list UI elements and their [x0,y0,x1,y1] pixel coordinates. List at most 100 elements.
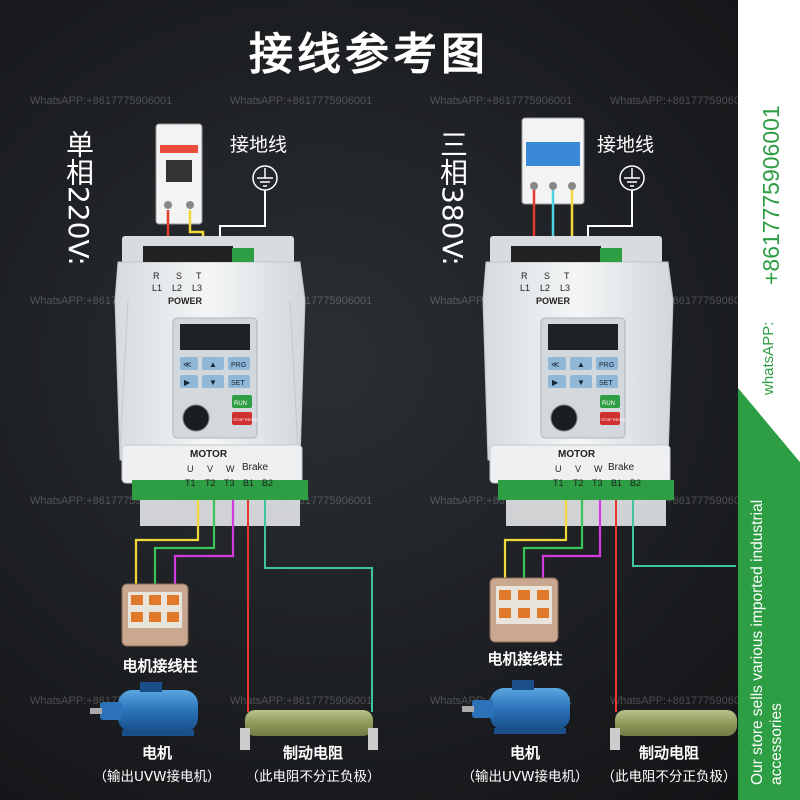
left-in-t: T [196,271,202,281]
left-out-u: U [187,464,194,474]
left-motor-terminal-block [121,583,189,647]
watermark: WhatsAPP:+8617775906001 [230,95,373,107]
right-phase-text: 三相380V: [436,130,469,266]
left-key-run: RUN [234,401,247,407]
left-out-w: W [226,464,235,474]
left-vfd-body [114,236,308,526]
watermark: WhatsAPP:+8617775906001 [30,95,173,107]
right-out-b1: B1 [611,478,622,488]
watermark: WhatsAPP:+8617775906001 [610,95,753,107]
right-in-l3: L3 [560,283,570,293]
sidebar-whatsapp-label: whatsAPP: [760,321,777,395]
right-in-s: S [544,271,550,281]
watermark: WhatsAPP:+8617775906001 [430,95,573,107]
right-out-t3: T3 [592,478,603,488]
left-panel: R S T L1 L2 L3 POWER ≪ ▲ PRG ▶ ▼ SET RUN… [90,123,378,750]
right-out-t2: T2 [573,478,584,488]
left-in-l1: L1 [152,283,162,293]
right-key-run: RUN [602,401,615,407]
left-out-v: V [207,464,213,474]
left-in-r: R [153,271,160,281]
left-power-label: POWER [168,296,203,306]
left-motor-text: 电机 [141,744,172,762]
left-resistor-caption: 制动电阻 （此电阻不分正负极） [228,742,398,785]
right-motor-terminal-text: 电机接线柱 [487,650,563,668]
left-out-t1: T1 [185,478,196,488]
left-phase-label: 单相220V: [58,130,98,266]
right-motor-text: 电机 [509,744,540,762]
watermark: WhatsAPP:+8617775906001 [230,695,373,707]
left-in-l3: L3 [192,283,202,293]
right-resistor-caption: 制动电阻 （此电阻不分正负极） [594,742,744,785]
left-key-down: ▼ [209,378,217,387]
right-key-prg: PRG [599,362,614,369]
left-in-s: S [176,271,182,281]
page-title: 接线参考图 [249,29,489,80]
left-in-l2: L2 [172,283,182,293]
left-motor-terminal-text: 电机接线柱 [122,657,198,675]
left-out-t2: T2 [205,478,216,488]
right-vfd-body [482,236,674,526]
right-motor-label: MOTOR [558,449,596,460]
right-motor-caption: 电机 （输出UVW接电机） [440,742,610,785]
right-brake-label: Brake [608,462,635,473]
right-key-down: ▼ [577,378,585,387]
right-key-up: ▲ [577,360,585,369]
right-wire-b2 [632,500,736,567]
left-wire-b2 [264,500,373,712]
left-phase-text: 单相220V: [62,130,95,266]
right-out-b2: B2 [630,478,641,488]
right-key-set: SET [599,380,613,387]
right-ground-icon [619,165,645,191]
watermark: WhatsAPP:+8617775906001 [610,695,753,707]
right-phase-label: 三相380V: [432,130,472,266]
right-key-stop: STOP RESET [601,417,627,422]
left-key-back: ≪ [183,360,191,369]
right-out-v: V [575,464,581,474]
left-resistor-text: 制动电阻 [282,744,343,762]
left-out-b1: B1 [243,478,254,488]
left-motor-caption: 电机 （输出UVW接电机） [72,742,242,785]
left-ground-icon [252,165,278,191]
right-key-right: ▶ [552,378,559,387]
left-key-set: SET [231,380,245,387]
left-ground-label: 接地线 [230,134,288,156]
left-out-t3: T3 [224,478,235,488]
right-in-l1: L1 [520,283,530,293]
left-brake-label: Brake [242,462,269,473]
sidebar-phone: +8617775906001 [758,105,784,285]
left-key-up: ▲ [209,360,217,369]
left-key-stop: STOP RESET [233,417,259,422]
right-panel: R S T L1 L2 L3 POWER ≪ ▲ PRG ▶ ▼ SET RUN… [462,117,737,750]
promo-strip-green [738,388,800,800]
sidebar-store-text: Our store sells various imported industr… [749,499,785,785]
left-resistor-sub: （此电阻不分正负极） [245,769,381,785]
left-motor-terminal-caption: 电机接线柱 [110,655,210,676]
left-key-right: ▶ [184,378,191,387]
right-resistor-text: 制动电阻 [638,744,699,762]
schematic-svg: R S T L1 L2 L3 POWER ≪ ▲ PRG ▶ ▼ SET RUN… [90,117,737,750]
right-out-u: U [555,464,562,474]
right-out-w: W [594,464,603,474]
left-motor-sub: （输出UVW接电机） [93,769,221,785]
left-wire-u [134,500,200,588]
right-out-t1: T1 [553,478,564,488]
right-resistor-sub: （此电阻不分正负极） [601,769,737,785]
left-key-prg: PRG [231,362,246,369]
right-power-label: POWER [536,296,571,306]
right-in-r: R [521,271,528,281]
right-in-l2: L2 [540,283,550,293]
right-circuit-breaker [521,117,585,205]
right-ground-label: 接地线 [597,134,655,156]
right-motor-terminal-caption: 电机接线柱 [475,648,575,669]
right-wire-v [522,500,584,588]
left-wire-w [173,500,235,588]
left-motor-label: MOTOR [190,449,228,460]
right-key-back: ≪ [551,360,559,369]
left-out-b2: B2 [262,478,273,488]
right-motor-sub: （输出UVW接电机） [461,769,589,785]
right-brake-resistor-icon [610,710,737,750]
left-brake-resistor-icon [240,710,378,750]
left-circuit-breaker [155,123,203,225]
